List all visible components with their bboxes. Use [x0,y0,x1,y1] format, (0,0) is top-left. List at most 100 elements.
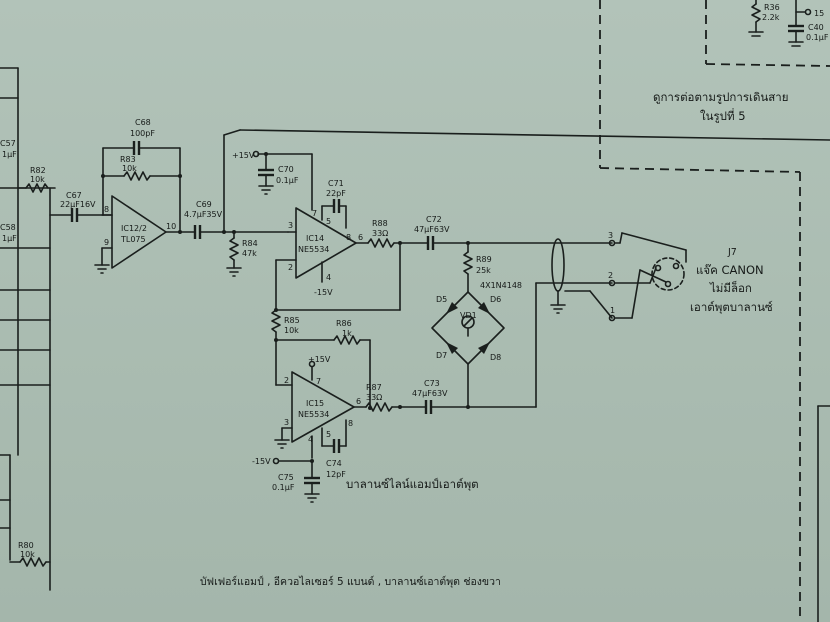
r83-name: R83 [120,155,136,164]
ic15-pin3: 3 [284,418,289,427]
ic12-pin8: 8 [104,205,109,214]
c70-supply: +15V [232,151,255,160]
c69-value: 4.7μF35V [184,210,223,219]
c40-value: 0.1μF [806,33,829,42]
d6-label: D6 [490,295,501,304]
ic14-supply: -15V [314,288,333,297]
ic15-pin2: 2 [284,376,289,385]
ic15-pin4: 4 [308,435,313,444]
r82-value: 10k [30,175,45,184]
jack-line1: แจ๊ค CANON [696,263,764,277]
r82-name: R82 [30,166,46,175]
ic14-pin4: 4 [326,273,331,282]
r80-value: 10k [20,550,35,559]
c70-capacitor [252,150,313,211]
r88-name: R88 [372,219,388,228]
diode-part: 4X1N4148 [480,281,522,290]
ic14-pin7: 7 [312,209,317,218]
vd1-label: VD1 [460,311,477,320]
ic15-pin7: 7 [316,377,321,386]
c68-name: C68 [135,118,151,127]
top-c-label: 15 [814,9,824,18]
c74-name: C74 [326,459,342,468]
jack-connector [608,232,687,322]
c69-name: C69 [196,200,212,209]
ic15-name: IC15 [306,399,324,408]
r36-value: 2.2k [762,13,780,22]
ic15-pin5: 5 [326,430,331,439]
c72-value: 47μF63V [414,225,450,234]
r85-name: R85 [284,316,300,325]
ic14-pin5: 5 [326,217,331,226]
top-note-line1: ดูการต่อตามรูปการเดินสาย [653,90,789,104]
ic12-part: TL075 [120,235,146,244]
ic14-pin3: 3 [288,221,293,230]
c57-name: C57 [0,139,16,148]
ic12-name: IC12/2 [121,224,147,233]
c67-name: C67 [66,191,82,200]
top-note-line2: ในรูปที่ 5 [700,108,746,123]
jack-pin3: 3 [608,231,613,240]
ic15-supply: +15V [308,355,331,364]
r85-r86-network [271,308,401,410]
shielded-cable [550,238,613,319]
d8-label: D8 [490,353,501,362]
c57-value: 1μF [2,150,17,159]
ic15-pin6: 6 [356,397,361,406]
c58-value: 1μF [2,234,17,243]
ic14-name: IC14 [306,234,324,243]
r87-value: 33Ω [366,393,382,402]
c71-name: C71 [328,179,344,188]
c73-value: 47μF63V [412,389,448,398]
c40-name: C40 [808,23,824,32]
r83-value: 10k [122,164,137,173]
diode-bridge [431,291,505,409]
ic12-opamp [94,141,195,274]
d5-label: D5 [436,295,447,304]
r86-value: 1k [342,329,352,338]
jack-line2: ไม่มีล็อก [709,280,752,295]
r85-value: 10k [284,326,299,335]
ic14-pin2: 2 [288,263,293,272]
r84-resistor [226,230,242,277]
c69-capacitor [193,225,289,239]
c72-name: C72 [426,215,442,224]
c73-name: C73 [424,379,440,388]
ic15-part: NE5534 [298,410,329,419]
c58-name: C58 [0,223,16,232]
r84-name: R84 [242,239,258,248]
ic12-pin10: 10 [166,222,176,231]
jack-line3: เอาต์พุตบาลานซ์ [690,300,773,314]
lower-output-path [365,282,613,414]
r89-value: 25k [476,266,491,275]
c75-value: 0.1μF [272,483,295,492]
bottom-caption: บัฟเฟอร์แอมป์ , อีควอไลเซอร์ 5 แบนด์ , บ… [200,575,501,588]
r36-name: R36 [764,3,780,12]
dashed-boundary [599,0,830,622]
c70-name: C70 [278,165,294,174]
c75-name: C75 [278,473,294,482]
top-bus-wire [222,129,830,234]
r86-name: R86 [336,319,352,328]
ic14-opamp [275,199,369,311]
ic14-pin6: 6 [358,233,363,242]
c70-value: 0.1μF [276,176,299,185]
d7-label: D7 [436,351,447,360]
ic14-part: NE5534 [298,245,329,254]
jack-pin2: 2 [608,271,613,280]
ic15-opamp [274,360,367,453]
upper-output-path [367,236,613,311]
r84-value: 47k [242,249,257,258]
c75-capacitor [272,435,320,503]
ic12-pin9: 9 [104,238,109,247]
c67-value: 22μF16V [60,200,96,209]
top-right-partial-parts [748,0,812,47]
c75-supply: -15V [252,457,271,466]
output-caption: บาลานซ์ไลน์แอมป์เอาต์พุต [346,477,479,491]
jack-pin1: 1 [610,306,615,315]
r89-resistor [463,242,473,293]
r87-name: R87 [366,383,382,392]
c71-value: 22pF [326,189,346,198]
